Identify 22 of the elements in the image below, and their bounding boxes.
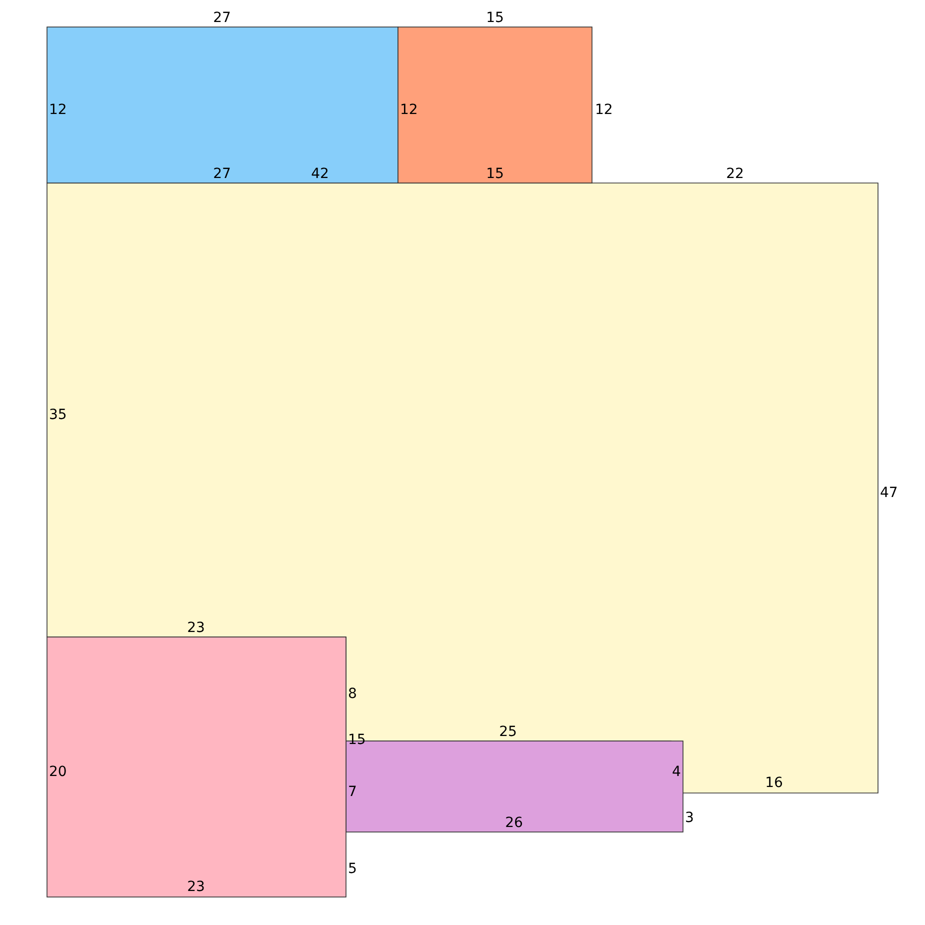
dimension-label: 25 — [499, 724, 517, 740]
dimension-label: 15 — [486, 166, 504, 182]
dimension-label: 5 — [348, 861, 357, 877]
dimension-label: 12 — [400, 102, 418, 118]
dimension-label: 16 — [765, 775, 783, 791]
dimension-label: 22 — [726, 166, 744, 182]
dimension-label: 27 — [213, 166, 231, 182]
dimension-label: 3 — [685, 810, 694, 826]
dimension-label: 23 — [187, 620, 205, 636]
dimension-label: 15 — [486, 10, 504, 26]
dimension-label: 20 — [49, 764, 67, 780]
dimension-label: 47 — [880, 485, 898, 501]
dimension-label: 12 — [595, 102, 613, 118]
dimension-label: 23 — [187, 879, 205, 895]
dimension-label: 26 — [505, 815, 523, 831]
dimension-label: 8 — [348, 686, 357, 702]
dimension-label: 27 — [213, 10, 231, 26]
dimension-label: 4 — [672, 764, 681, 780]
dimension-label: 12 — [49, 102, 67, 118]
dimension-label: 35 — [49, 407, 67, 423]
dimension-label: 42 — [311, 166, 329, 182]
dimension-label: 7 — [348, 784, 357, 800]
